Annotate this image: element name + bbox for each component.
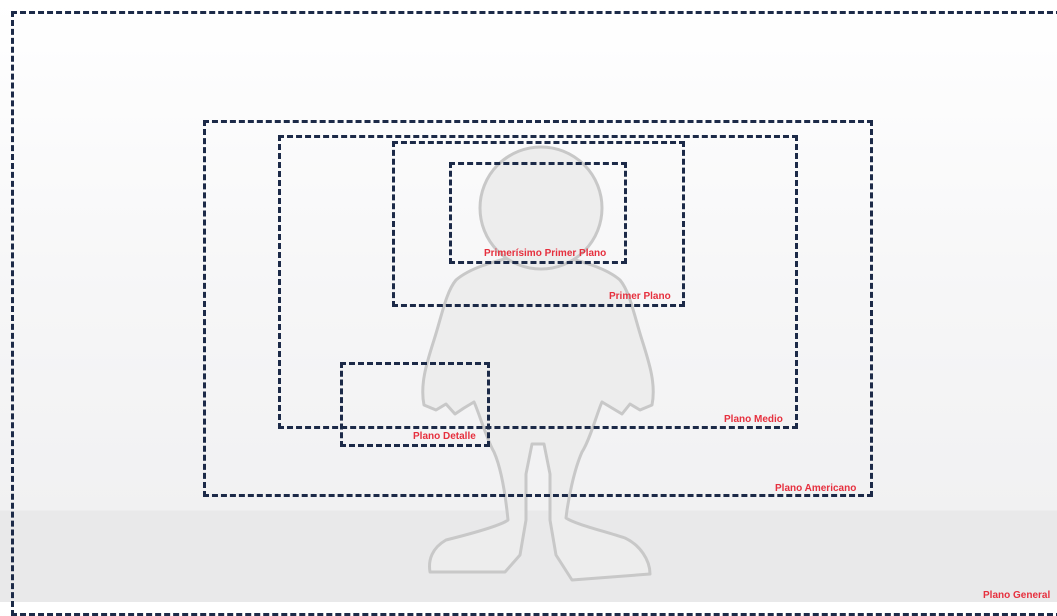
label-plano-medio: Plano Medio — [724, 414, 783, 426]
label-plano-general: Plano General — [983, 590, 1050, 602]
label-plano-detalle: Plano Detalle — [413, 431, 476, 443]
label-primer-plano: Primer Plano — [609, 291, 671, 303]
label-plano-americano: Plano Americano — [775, 483, 856, 495]
label-primerisimo-primer-plano: Primerísimo Primer Plano — [484, 248, 606, 260]
